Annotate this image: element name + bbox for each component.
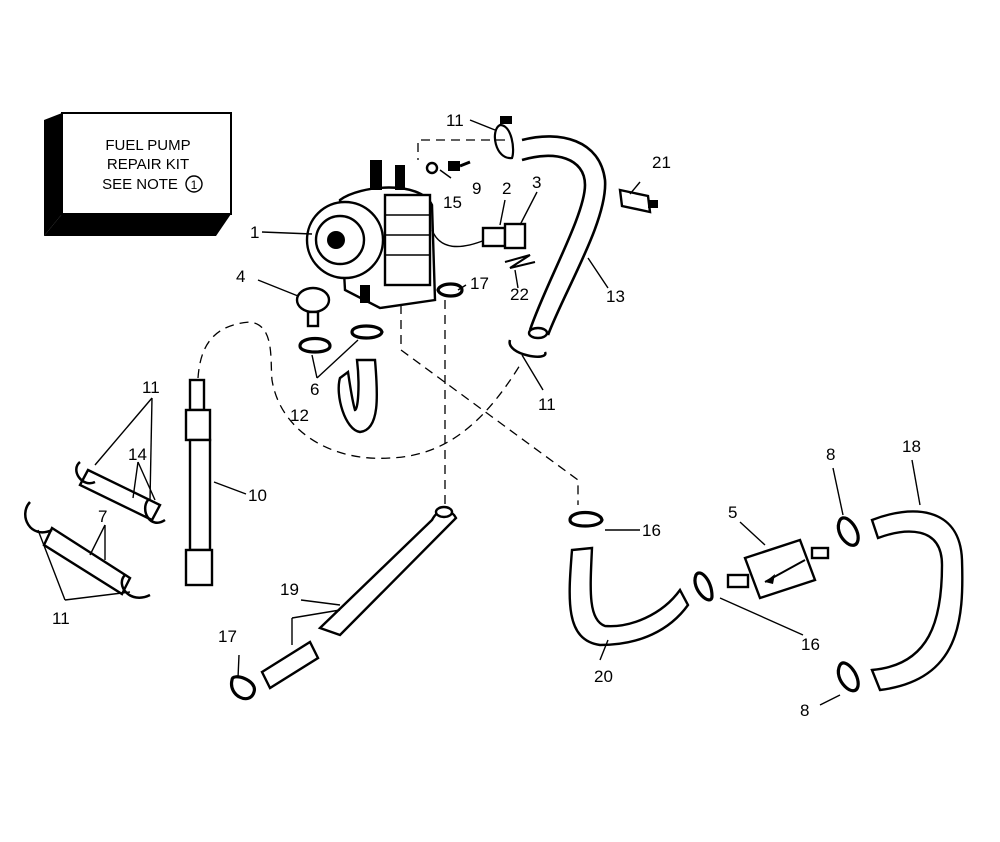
callout-10: 10 (248, 486, 267, 505)
clamp-16-top (568, 510, 604, 528)
note-line-3: SEE NOTE (102, 176, 178, 193)
fuel-line-10 (184, 378, 214, 587)
connector-14 (75, 461, 166, 524)
callout-16-bottom: 16 (801, 635, 820, 654)
clamp-17-top (436, 282, 464, 298)
fitting (295, 286, 331, 328)
callout-numbers: 1 2 3 4 5 6 7 8 8 9 10 11 11 11 11 12 13… (52, 111, 921, 720)
dashed-routing-lines (197, 139, 579, 505)
elbow-hose-12 (337, 358, 379, 434)
repair-kit-note-box: FUEL PUMP REPAIR KIT SEE NOTE 1 (44, 112, 232, 236)
connector-7 (24, 501, 151, 599)
callout-4: 4 (236, 267, 245, 286)
callout-6: 6 (310, 380, 319, 399)
callout-20: 20 (594, 667, 613, 686)
callout-18: 18 (902, 437, 921, 456)
clamp-17-bottom (230, 675, 256, 701)
callout-11-top: 11 (446, 111, 464, 130)
callout-1: 1 (250, 223, 259, 242)
callout-11-left: 11 (142, 378, 160, 397)
clamp-8-bottom (836, 661, 860, 693)
spring-clip (504, 254, 536, 269)
callout-3: 3 (532, 173, 541, 192)
screw (448, 160, 471, 171)
callout-16-top: 16 (642, 521, 661, 540)
callout-17-bottom: 17 (218, 627, 237, 646)
callout-15: 15 (443, 193, 462, 212)
leader-lines (37, 119, 921, 706)
clamp-6-a (298, 336, 332, 354)
callout-19: 19 (280, 580, 299, 599)
clamp-6-b (350, 324, 384, 340)
hose-13 (521, 135, 607, 340)
hose-19 (260, 505, 458, 690)
callout-12: 12 (290, 406, 309, 425)
note-line-1: FUEL PUMP (105, 137, 190, 154)
callout-11-bottom: 11 (52, 609, 70, 628)
clamp-11-mid (508, 339, 547, 358)
callout-13: 13 (606, 287, 625, 306)
pressure-sensor (431, 222, 527, 250)
callout-9: 9 (472, 179, 481, 198)
callout-7: 7 (98, 507, 107, 526)
clamp-16-bottom (693, 571, 714, 602)
callout-17-top: 17 (470, 274, 489, 293)
callout-8-bottom: 8 (800, 701, 809, 720)
elbow-hose-20 (568, 546, 690, 647)
callout-2: 2 (502, 179, 511, 198)
fuel-filter (726, 538, 830, 600)
callout-8-top: 8 (826, 445, 835, 464)
u-hose-18 (870, 510, 964, 692)
callout-22: 22 (510, 285, 529, 304)
note-line-2: REPAIR KIT (107, 156, 189, 173)
note-number: 1 (191, 178, 198, 192)
callout-11-mid: 11 (538, 395, 556, 414)
clamp-8-top (836, 516, 860, 547)
callout-14: 14 (128, 445, 147, 464)
callout-5: 5 (728, 503, 737, 522)
callout-21: 21 (652, 153, 671, 172)
fuel-pump (305, 160, 437, 310)
washer (425, 161, 439, 175)
clamp-11-top (493, 116, 515, 160)
note-number-circle (185, 175, 203, 193)
fitting-21 (618, 188, 658, 214)
